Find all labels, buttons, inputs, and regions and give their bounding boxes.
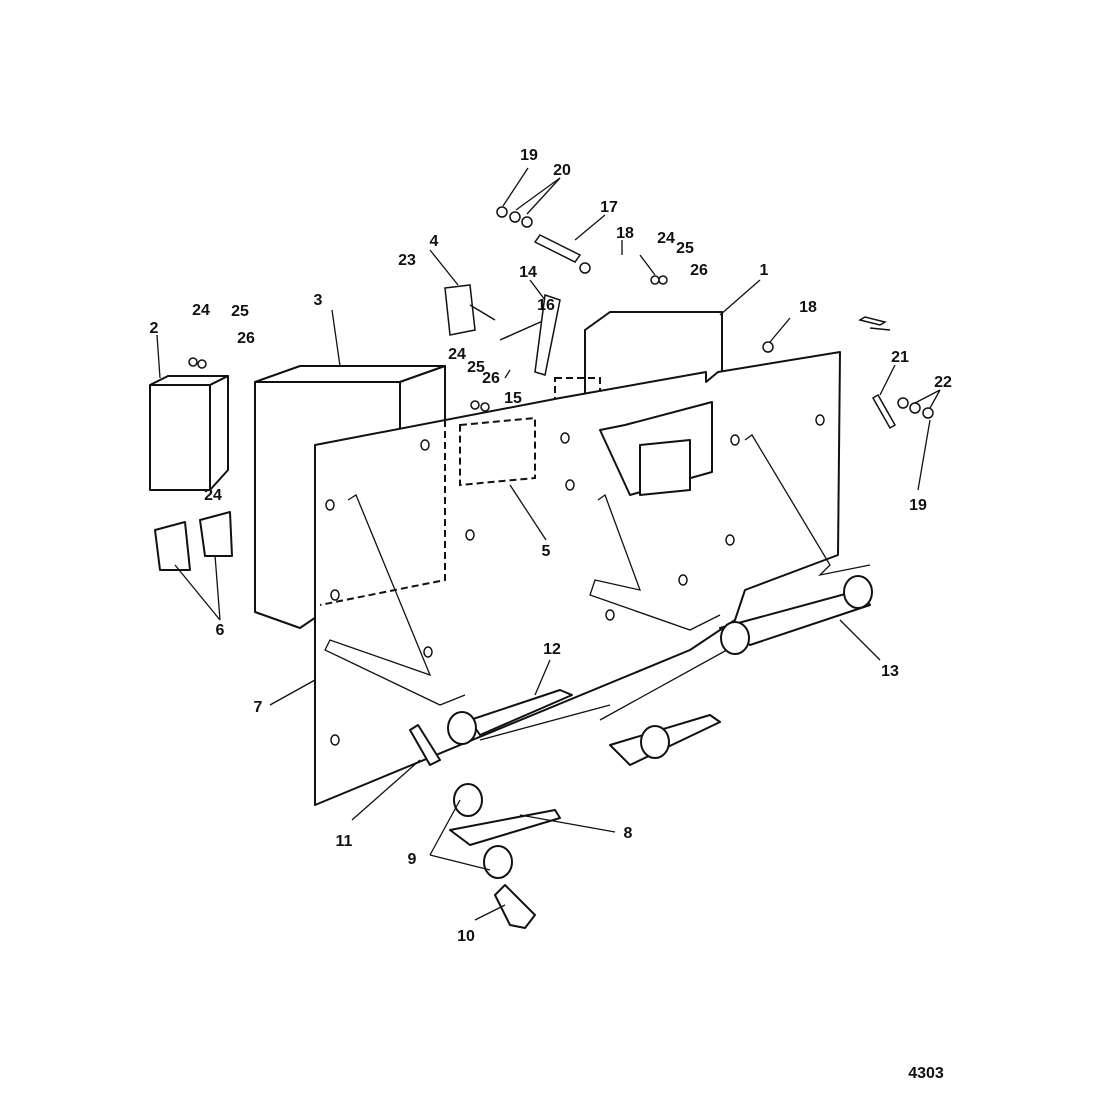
callout: 23 <box>398 252 416 269</box>
callout: 7 <box>254 699 263 716</box>
callout: 11 <box>336 833 353 850</box>
callout: 8 <box>624 825 633 842</box>
figure-number: 4303 <box>908 1065 944 1082</box>
callout: 24 <box>448 346 466 363</box>
part-9-isolators <box>447 575 873 879</box>
callout: 12 <box>543 641 561 658</box>
callout: 4 <box>430 233 439 250</box>
callout: 24 <box>204 487 222 504</box>
part-6-brackets <box>154 511 233 571</box>
callout: 18 <box>616 225 634 242</box>
callout: 22 <box>934 374 952 391</box>
callout: 6 <box>216 622 225 639</box>
callout: 2 <box>150 320 159 337</box>
callout: 1 <box>760 262 769 279</box>
mount-brackets <box>324 434 871 706</box>
callout: 21 <box>891 349 909 366</box>
hardware <box>188 206 934 430</box>
callout: 19 <box>909 497 927 514</box>
callout: 24 <box>657 230 675 247</box>
part-10-bolt <box>494 884 536 929</box>
leader-lines <box>156 167 941 921</box>
callout: 20 <box>553 162 571 179</box>
callout-labels: 19 20 17 18 24 25 26 23 4 14 16 1 18 3 2… <box>150 147 952 945</box>
part-2-box <box>149 375 229 491</box>
callout: 26 <box>690 262 708 279</box>
callout: 16 <box>537 297 555 314</box>
callout: 9 <box>408 851 417 868</box>
part-11-bolt <box>409 724 441 766</box>
callout: 25 <box>231 303 249 320</box>
callout: 15 <box>504 390 522 407</box>
callout: 18 <box>799 299 817 316</box>
callout: 5 <box>542 543 551 560</box>
callout: 26 <box>482 370 500 387</box>
callout: 14 <box>519 264 537 281</box>
callout: 26 <box>237 330 255 347</box>
callout: 13 <box>881 663 899 680</box>
callout: 10 <box>457 928 475 945</box>
callout: 25 <box>467 359 485 376</box>
callout: 19 <box>520 147 538 164</box>
callout: 3 <box>314 292 323 309</box>
callout: 25 <box>676 240 694 257</box>
callout: 17 <box>600 199 618 216</box>
callout: 24 <box>192 302 210 319</box>
part-7-plate <box>314 351 841 806</box>
